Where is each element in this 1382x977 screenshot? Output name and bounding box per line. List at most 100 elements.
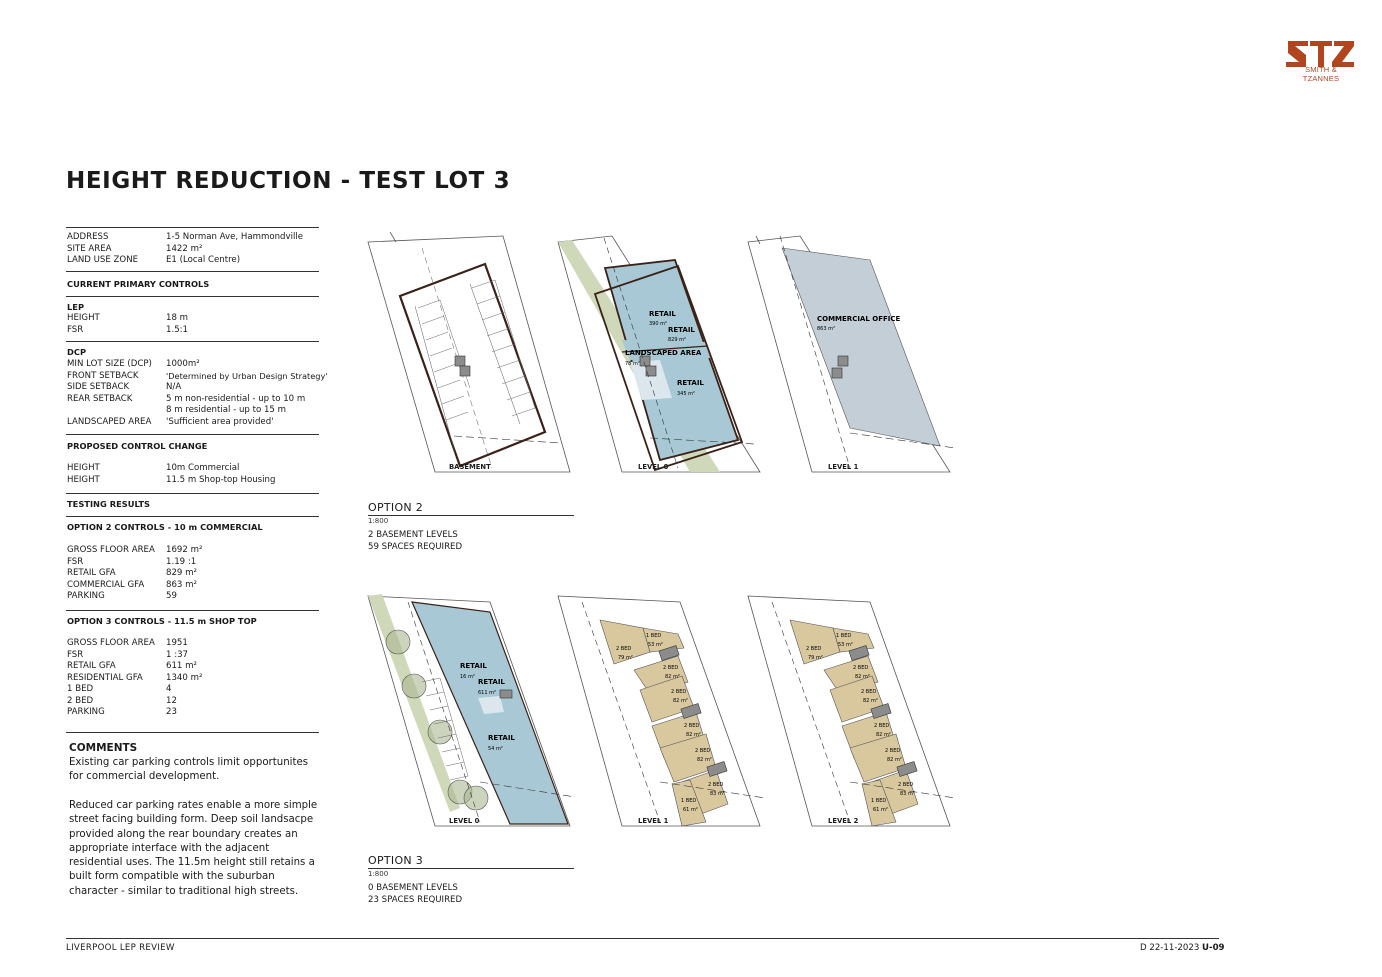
divider	[66, 493, 319, 494]
divider	[66, 296, 319, 297]
option3-retail-label: RETAIL	[478, 678, 505, 686]
unit-type: 2 BED	[684, 723, 699, 729]
lep-value: 18 m	[166, 313, 189, 323]
divider	[66, 271, 319, 272]
unit-area: 82 m²	[855, 674, 870, 680]
primary-controls-heading: CURRENT PRIMARY CONTROLS	[67, 279, 210, 289]
level-label: LEVEL 0	[449, 817, 480, 825]
option3-scale: 1:800	[368, 870, 389, 878]
unit-area: 82 m²	[863, 698, 878, 704]
option3-label: GROSS FLOOR AREA	[67, 638, 155, 648]
option3-value: 1340 m²	[166, 672, 203, 683]
unit-type: 2 BED	[806, 646, 821, 652]
option3-label: RETAIL GFA	[67, 661, 116, 671]
unit-type: 2 BED	[663, 665, 678, 671]
proposed-heading: PROPOSED CONTROL CHANGE	[67, 441, 208, 451]
option2-retail-area: 829 m²	[668, 337, 686, 343]
site-label: ADDRESS	[67, 232, 109, 242]
dcp-value: 1000m²	[166, 359, 200, 369]
testing-heading: TESTING RESULTS	[67, 499, 151, 509]
divider	[66, 227, 319, 228]
unit-type: 1 BED	[871, 798, 886, 804]
parking-bays	[417, 279, 536, 421]
footer-sheet-number: U-09	[1202, 943, 1225, 953]
option3-value: 4	[166, 684, 172, 694]
option3-controls-heading: OPTION 3 CONTROLS - 11.5 m SHOP TOP	[67, 616, 257, 626]
parking-bays	[421, 677, 469, 781]
lep-heading: LEP	[67, 302, 85, 312]
option3-retail-area: 16 m²	[460, 674, 475, 680]
unit-area: 79 m²	[618, 655, 633, 661]
unit-area: 82 m²	[673, 698, 688, 704]
footer-project: LIVERPOOL LEP REVIEW	[66, 943, 175, 953]
unit-type: 2 BED	[861, 689, 876, 695]
unit-type: 2 BED	[885, 748, 900, 754]
divider	[368, 868, 574, 869]
option2-level1-plan: COMMERCIAL OFFICE 863 m²	[747, 235, 956, 473]
footer-sheet: D 22-11-2023 U-09	[1140, 943, 1225, 955]
option3-value: 1 :37	[166, 649, 189, 660]
option2-retail-label: RETAIL	[668, 326, 695, 334]
option2-retail-area: 390 m²	[649, 321, 667, 327]
option2-scale: 1:800	[368, 517, 389, 525]
unit-type: 1 BED	[681, 798, 696, 804]
option2-title: OPTION 2	[368, 501, 424, 514]
option3-level1-plan: 1 BED 53 m² 2 BED 79 m² 2 BED 82 m² 2 BE…	[557, 595, 766, 827]
option2-commercial-label: COMMERCIAL OFFICE	[817, 315, 901, 323]
option3-level0-plan: RETAIL 16 m² RETAIL 611 m² RETAIL 54 m²	[367, 594, 576, 827]
unit-area: 82 m²	[876, 732, 891, 738]
unit-area: 83 m²	[710, 791, 725, 797]
lep-label: FSR	[67, 324, 84, 335]
unit-type: 2 BED	[853, 665, 868, 671]
site-label: LAND USE ZONE	[67, 255, 139, 265]
dcp-value: 'Sufficient area provided'	[166, 416, 274, 427]
dcp-label: FRONT SETBACK	[67, 370, 139, 381]
option3-value: 1951	[166, 638, 188, 648]
option2-basement-levels: 2 BASEMENT LEVELS	[368, 530, 458, 540]
option2-label: COMMERCIAL GFA	[67, 579, 145, 590]
site-value: E1 (Local Centre)	[166, 255, 241, 265]
unit-area: 61 m²	[873, 807, 888, 813]
divider	[368, 515, 574, 516]
option3-value: 23	[166, 707, 177, 717]
unit-area: 82 m²	[686, 732, 701, 738]
option2-spaces: 59 SPACES REQUIRED	[368, 541, 463, 552]
dcp-value: 5 m non-residential - up to 10 m	[166, 393, 306, 404]
option2-label: RETAIL GFA	[67, 568, 116, 578]
option3-level2-plan: 1 BED 53 m² 2 BED 79 m² 2 BED 82 m² 2 BE…	[747, 595, 956, 827]
option3-retail-label: RETAIL	[488, 734, 515, 742]
level-label: LEVEL 0	[638, 463, 669, 471]
option3-value: 611 m²	[166, 661, 197, 671]
option3-retail-area: 611 m²	[478, 690, 496, 696]
divider	[66, 732, 319, 733]
option3-label: PARKING	[67, 707, 105, 717]
divider	[66, 610, 319, 611]
proposed-label: HEIGHT	[67, 474, 100, 485]
level-label: LEVEL 2	[828, 817, 859, 825]
option3-title: OPTION 3	[368, 854, 424, 867]
option2-label: FSR	[67, 556, 84, 567]
trees	[385, 629, 489, 811]
comments-heading: COMMENTS	[69, 742, 138, 754]
option3-label: 2 BED	[67, 695, 94, 706]
dcp-label: MIN LOT SIZE (DCP)	[67, 359, 152, 369]
residential-units	[599, 619, 729, 827]
level-label: LEVEL 1	[638, 817, 669, 825]
unit-area: 82 m²	[697, 757, 712, 763]
option2-value: 1.19 :1	[166, 556, 197, 567]
option2-landscaped-label: LANDSCAPED AREA	[625, 349, 702, 357]
dcp-value: N/A	[166, 382, 182, 392]
option2-retail-area: 345 m²	[677, 391, 695, 397]
unit-area: 83 m²	[900, 791, 915, 797]
comments-paragraph: Reduced car parking rates enable a more …	[69, 800, 318, 897]
unit-area: 82 m²	[665, 674, 680, 680]
option3-label: RESIDENTIAL GFA	[67, 672, 143, 683]
option2-value: 59	[166, 591, 177, 601]
unit-type: 2 BED	[898, 782, 913, 788]
unit-area: 79 m²	[808, 655, 823, 661]
comments-paragraph: Existing car parking controls limit oppo…	[69, 757, 309, 783]
dcp-label: REAR SETBACK	[67, 393, 133, 404]
dcp-value: 'Determined by Urban Design Strategy'	[166, 370, 328, 381]
unit-type: 2 BED	[708, 782, 723, 788]
unit-area: 82 m²	[887, 757, 902, 763]
